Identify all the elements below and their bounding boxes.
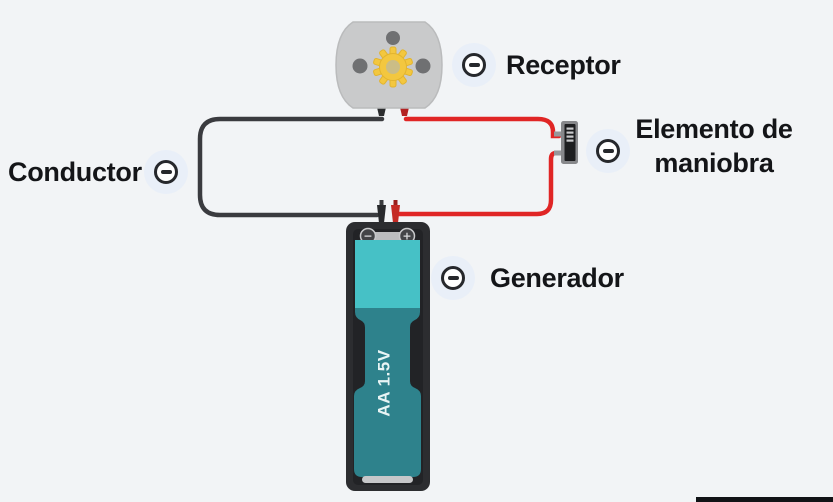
elemento-maniobra-minus-badge[interactable]	[586, 129, 630, 173]
elemento-maniobra-label-line1: Elemento de	[635, 114, 793, 144]
elemento-maniobra-label: Elemento de maniobra	[614, 112, 814, 180]
battery-cell-top-section	[355, 240, 420, 308]
slide-footer-line	[696, 497, 833, 502]
minus-icon	[596, 139, 620, 163]
conductor-minus-badge[interactable]	[144, 150, 188, 194]
motor-dot-left	[352, 58, 368, 74]
minus-icon	[441, 266, 465, 290]
switch-slider-knob[interactable]	[566, 127, 574, 142]
switch-pin-bottom	[554, 150, 564, 156]
wire-red-motor-to-switch[interactable]	[403, 116, 562, 139]
motor-dot-top	[386, 31, 400, 45]
gear-icon	[373, 46, 413, 88]
wire-red-switch-to-battery[interactable]	[395, 150, 562, 217]
battery-top-strip	[364, 232, 411, 240]
battery-bottom-cap	[362, 476, 413, 483]
motor-dot-right	[415, 58, 431, 74]
switch-elemento-maniobra[interactable]	[554, 121, 578, 164]
minus-icon	[154, 160, 178, 184]
wire-black-conductor[interactable]	[197, 116, 385, 218]
generador-label: Generador	[490, 263, 624, 293]
battery-negative-symbol: −	[363, 230, 372, 243]
elemento-maniobra-label-line2: maniobra	[654, 148, 774, 178]
battery-clip-positive	[391, 200, 400, 223]
battery-type-label: AA 1.5V	[375, 349, 394, 416]
minus-icon	[462, 53, 486, 77]
receptor-minus-badge[interactable]	[452, 43, 496, 87]
conductor-label: Conductor	[8, 157, 142, 187]
motor-receptor[interactable]	[335, 21, 443, 116]
generador-minus-badge[interactable]	[431, 256, 475, 300]
switch-pin-top	[554, 131, 564, 137]
battery-generador[interactable]: − + AA 1.5V	[346, 200, 430, 491]
receptor-label: Receptor	[506, 50, 621, 80]
battery-positive-symbol: +	[402, 230, 411, 243]
battery-clip-negative	[377, 200, 386, 223]
